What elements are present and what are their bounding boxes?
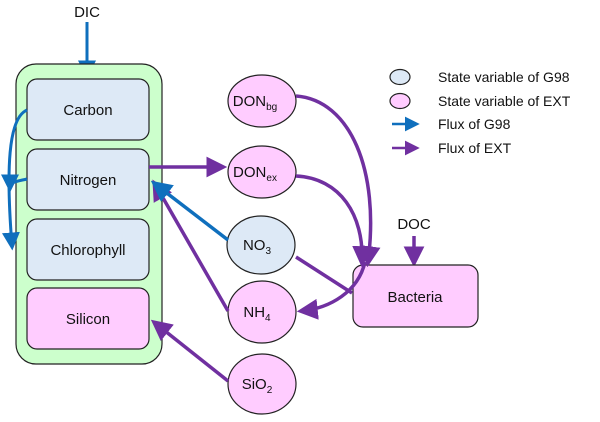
no3-node: [226, 215, 296, 275]
legend-state-ext-icon: [389, 92, 411, 110]
chlorophyll-box: [26, 218, 150, 281]
don-ex-node: [227, 145, 297, 199]
silicon-box: [26, 287, 150, 350]
legend-state-g98-icon: [389, 68, 411, 86]
don-bg-label: DONbg: [233, 93, 277, 113]
no3-bacteria-flux: [295, 255, 353, 295]
sio2-node: [227, 353, 297, 415]
no3-to-nitrogen-flux: [150, 180, 230, 242]
nh4-node: [227, 280, 297, 344]
legend-label-state-g98: State variable of G98: [438, 69, 570, 85]
don-ex-label: DONex: [233, 164, 277, 184]
carbon-label: Carbon: [63, 102, 112, 119]
carbon-to-chlorophyll-flux: [1, 108, 28, 251]
no3-label: NO3: [243, 237, 272, 257]
bacteria-to-nh4-flux: [296, 261, 367, 320]
sio2-label: SiO2: [242, 376, 273, 396]
legend-label-flux-g98: Flux of G98: [438, 116, 511, 132]
doc-label: DOC: [397, 216, 431, 233]
bacteria-box: [352, 264, 479, 328]
nh4-to-nitrogen-flux: [152, 179, 230, 312]
dic-label: DIC: [74, 4, 100, 21]
don-bg-to-bacteria-flux: [295, 94, 381, 268]
don-bg-node: [227, 74, 297, 128]
legend-label-state-ext: State variable of EXT: [438, 93, 571, 109]
chlorophyll-label: Chlorophyll: [50, 242, 125, 259]
nh4-label: NH4: [243, 304, 271, 324]
bacteria-label: Bacteria: [387, 289, 443, 306]
carbon-box: [26, 78, 150, 141]
legend: State variable of G98 State variable of …: [389, 68, 571, 156]
legend-label-flux-ext: Flux of EXT: [438, 140, 512, 156]
nitrogen-to-carbon-flux: [1, 174, 28, 193]
sio2-to-silicon-flux: [150, 319, 230, 383]
silicon-label: Silicon: [66, 311, 110, 328]
don-ex-to-bacteria-flux: [295, 174, 374, 268]
nitrogen-label: Nitrogen: [60, 172, 117, 189]
